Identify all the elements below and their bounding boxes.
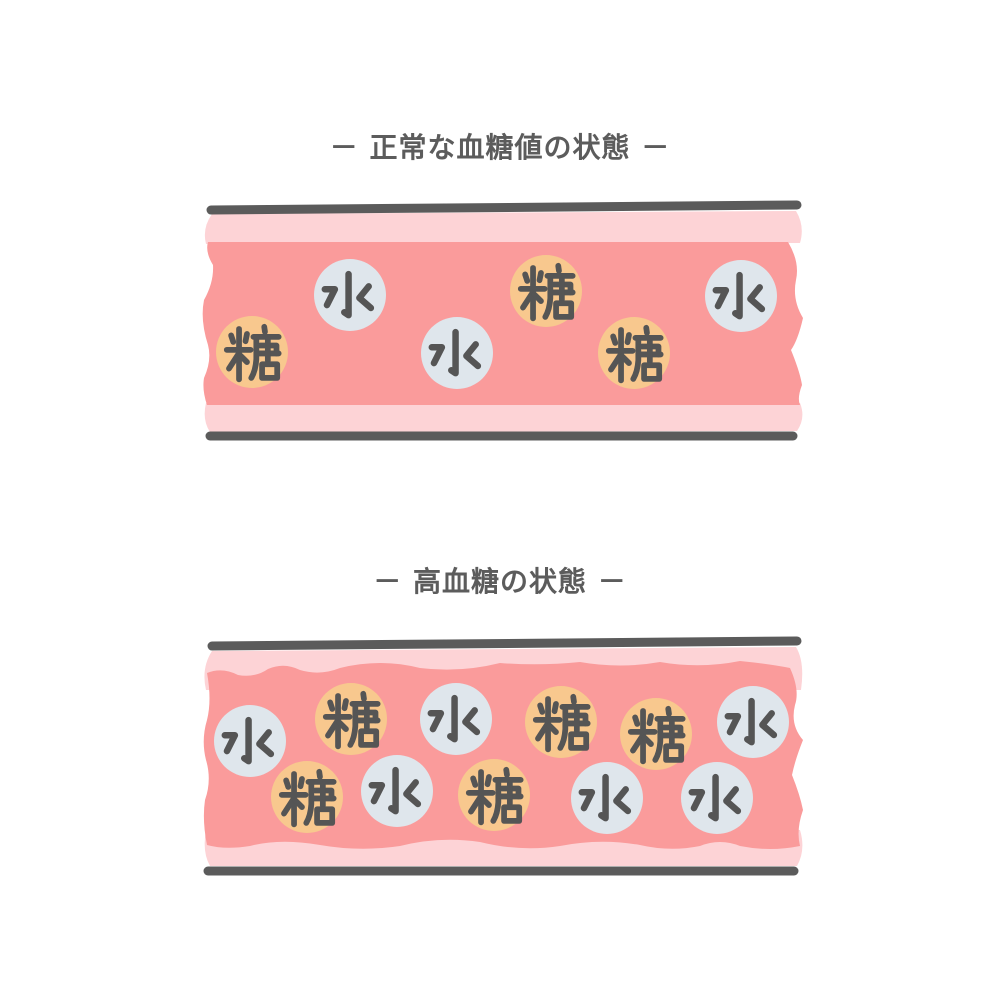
particle-label: 糖 [315,683,387,755]
particle-label: 水 [314,259,386,331]
title-normal-blood-sugar: － 正常な血糖値の状態 － [329,131,671,164]
sugar-particle: 糖 [525,686,597,758]
sugar-particle: 糖 [458,759,530,831]
water-particle: 水 [420,683,492,755]
particle-label: 糖 [525,686,597,758]
particle-label: 糖 [598,317,670,389]
water-particle: 水 [571,762,643,834]
vessel-hyperglycemia [203,636,803,876]
vessel-wall-top [204,211,802,244]
sugar-particle: 糖 [510,255,582,327]
particle-label: 糖 [510,255,582,327]
water-particle: 水 [705,260,777,332]
particle-label: 糖 [216,316,288,388]
particle-label: 水 [705,260,777,332]
vessel-edge-top [207,636,802,651]
water-particle: 水 [421,317,493,389]
water-particle: 水 [717,686,789,758]
particle-label: 水 [420,683,492,755]
particle-label: 糖 [458,759,530,831]
particle-label: 水 [421,317,493,389]
water-particle: 水 [681,762,753,834]
water-particle: 水 [214,705,286,777]
particle-label: 水 [361,755,433,827]
sugar-particle: 糖 [598,317,670,389]
vessel-edge-top [206,200,802,215]
vessel-wall-bottom [204,403,803,432]
water-particle: 水 [361,755,433,827]
particle-label: 水 [681,762,753,834]
title-hyperglycemia: － 高血糖の状態 － [373,565,627,598]
sugar-particle: 糖 [620,698,692,770]
particle-label: 水 [571,762,643,834]
sugar-particle: 糖 [271,761,343,833]
water-particle: 水 [314,259,386,331]
particle-label: 糖 [271,761,343,833]
sugar-particle: 糖 [216,316,288,388]
particle-label: 糖 [620,698,692,770]
sugar-particle: 糖 [315,683,387,755]
particle-label: 水 [717,686,789,758]
